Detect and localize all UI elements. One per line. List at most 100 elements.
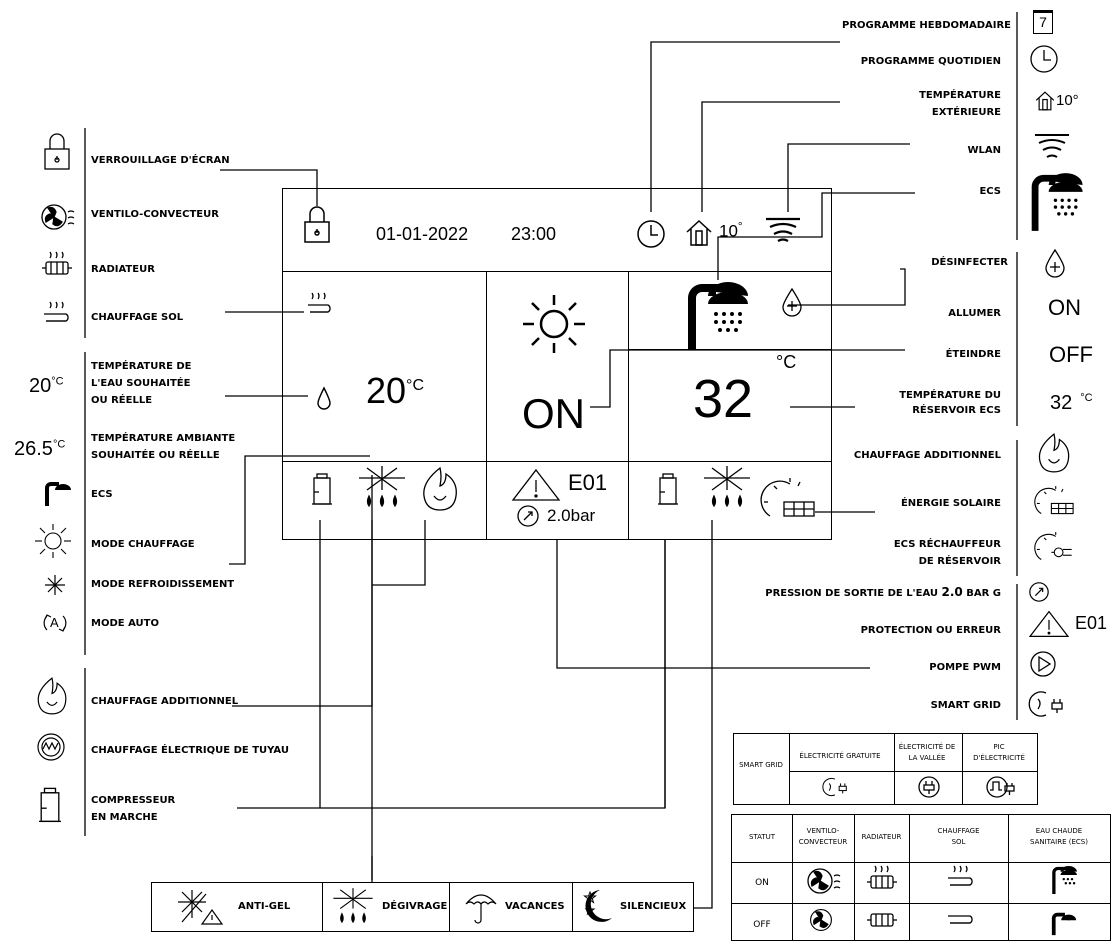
weekly-calendar-icon: 7 — [1033, 10, 1053, 34]
sun-icon — [523, 295, 585, 353]
wlan-icon — [766, 217, 800, 242]
st-row-off: OFF — [753, 920, 771, 930]
legend-disinfect-icon — [1045, 248, 1065, 278]
legend-additional-heater-icon-right — [1038, 433, 1070, 473]
legend-dhw-tap-icon — [1031, 173, 1083, 231]
legend-radiator-icon — [42, 251, 72, 275]
label-turn-on: ALLUMER — [948, 308, 1001, 319]
legend-tank-temp-value: 32°C — [1050, 392, 1093, 414]
label-smart-grid: SMART GRID — [930, 700, 1001, 711]
defrost-icon-2 — [704, 466, 750, 508]
legend-solar-icon — [1034, 486, 1074, 515]
sg-col-free: ÉLECTRICITÉ GRATUITE — [799, 752, 881, 760]
tank-temp-unit: °C — [776, 352, 797, 372]
legend-on-value: ON — [1048, 295, 1081, 320]
label-fan-coil: VENTILO-CONVECTEUR — [91, 209, 219, 220]
legend-water-temp-value: 20°C — [29, 375, 64, 397]
st-radiator-off-icon — [867, 913, 897, 927]
label-compressor-2: EN MARCHE — [91, 812, 158, 823]
legend-tank-heater-icon — [1034, 532, 1072, 561]
st-header-dhw-2: SANITAIRE (ECS) — [1030, 838, 1088, 846]
st-fan-off-icon — [810, 909, 832, 931]
legend-lock-icon — [44, 133, 70, 170]
label-tank-heater-2: DE RÉSERVOIR — [918, 556, 1001, 567]
label-room-temp-2: SOUHAITÉE OU RÉELLE — [91, 450, 220, 461]
defrost-icon — [359, 466, 405, 508]
label-heat-mode: MODE CHAUFFAGE — [91, 539, 195, 550]
label-antifreeze: ANTI-GEL — [238, 901, 291, 912]
additional-heater-icon — [423, 466, 457, 511]
tank-temp-value: 32 — [693, 369, 754, 429]
legend-outdoor-icon — [1035, 91, 1055, 111]
st-floor-off-icon — [948, 915, 973, 924]
pressure-gauge-icon — [517, 505, 539, 527]
label-tank-heater-1: ECS RÉCHAUFFEUR — [893, 539, 1001, 550]
label-tank-temp-1: TEMPÉRATURE DU — [899, 390, 1001, 401]
label-additional-heating-right: CHAUFFAGE ADDITIONNEL — [853, 450, 1001, 461]
label-pipe-heating: CHAUFFAGE ÉLECTRIQUE DE TUYAU — [91, 745, 289, 756]
st-header-dhw-1: EAU CHAUDE — [1035, 827, 1083, 835]
label-additional-heating: CHAUFFAGE ADDITIONNEL — [91, 696, 239, 707]
label-dhw: ECS — [91, 489, 113, 500]
label-screen-lock: VERROUILLAGE D'ÉCRAN — [91, 155, 230, 166]
label-solar: ÉNERGIE SOLAIRE — [900, 498, 1001, 509]
legend-additional-heater-icon — [37, 677, 67, 715]
legend-warning-icon — [1028, 610, 1070, 637]
label-water-temp-2: L'EAU SOUHAITÉE — [91, 378, 191, 389]
label-disinfect: DÉSINFECTER — [931, 257, 1008, 268]
legend-wlan-icon — [1035, 134, 1069, 158]
clock-icon — [637, 220, 665, 248]
legend-pwm-pump-icon — [1030, 651, 1056, 677]
sg-row-header: SMART GRID — [739, 761, 783, 769]
st-fan-on-icon — [807, 868, 841, 894]
legend-pressure-icon — [1029, 582, 1049, 602]
label-radiator: RADIATEUR — [91, 264, 155, 275]
st-floor-on-icon — [948, 865, 973, 886]
label-defrost: DÉGIVRAGE — [382, 901, 448, 912]
display-time: 23:00 — [511, 224, 557, 244]
st-radiator-on-icon — [867, 865, 897, 889]
sg-col-peak-1: PIC — [993, 743, 1005, 751]
legend-snowflake-icon — [45, 575, 65, 595]
legend-sun-icon — [35, 524, 71, 558]
display-date: 01-01-2022 — [376, 224, 469, 244]
st-header-radiator: RADIATEUR — [861, 833, 902, 841]
water-temp-value: 20°C — [366, 370, 424, 411]
bar-defrost-icon — [333, 888, 373, 924]
function-bar — [151, 882, 694, 932]
footer-divider — [283, 461, 831, 462]
compressor-icon — [312, 473, 332, 505]
st-row-on: ON — [755, 878, 769, 888]
st-header-status: STATUT — [748, 833, 776, 841]
error-code-value: E01 — [568, 470, 608, 495]
label-floor-heating: CHAUFFAGE SOL — [91, 312, 184, 323]
label-water-temp-3: OU RÉELLE — [91, 395, 153, 406]
label-silent: SILENCIEUX — [620, 901, 687, 912]
legend-compressor-icon — [39, 787, 61, 823]
legend-fan-coil-icon — [41, 204, 75, 230]
legend-auto-mode-icon — [43, 614, 67, 632]
label-holiday: VACANCES — [505, 901, 565, 912]
st-header-fan-2: CONVECTEUR — [798, 838, 848, 846]
st-header-fan-1: VENTILO- — [806, 827, 840, 835]
label-turn-off: ÉTEINDRE — [945, 349, 1001, 360]
outdoor-temp-icon — [686, 219, 712, 246]
disinfect-icon — [782, 287, 802, 317]
label-pressure: PRESSION DE SORTIE DE L'EAU 2.0 BAR G — [765, 585, 1001, 599]
legend-floor-heating-icon — [44, 301, 69, 322]
st-header-floor-2: SOL — [951, 838, 966, 846]
solar-icon — [760, 478, 815, 517]
outdoor-temp-value: 10° — [719, 219, 743, 241]
sg-valley-icon — [918, 776, 940, 798]
compressor-icon-2 — [658, 473, 678, 505]
silent-moon-icon — [583, 890, 612, 922]
lock-icon[interactable] — [302, 206, 332, 244]
status-on-value: ON — [522, 390, 585, 437]
label-auto-mode: MODE AUTO — [91, 618, 159, 629]
sg-col-peak-2: D'ÉLECTRICITÉ — [973, 754, 1025, 762]
dhw-divider — [628, 349, 831, 350]
legend-error-value: E01 — [1075, 613, 1108, 633]
st-header-floor-1: CHAUFFAGE — [937, 827, 980, 835]
floor-heating-icon — [308, 292, 331, 313]
label-daily: PROGRAMME QUOTIDIEN — [860, 56, 1001, 67]
